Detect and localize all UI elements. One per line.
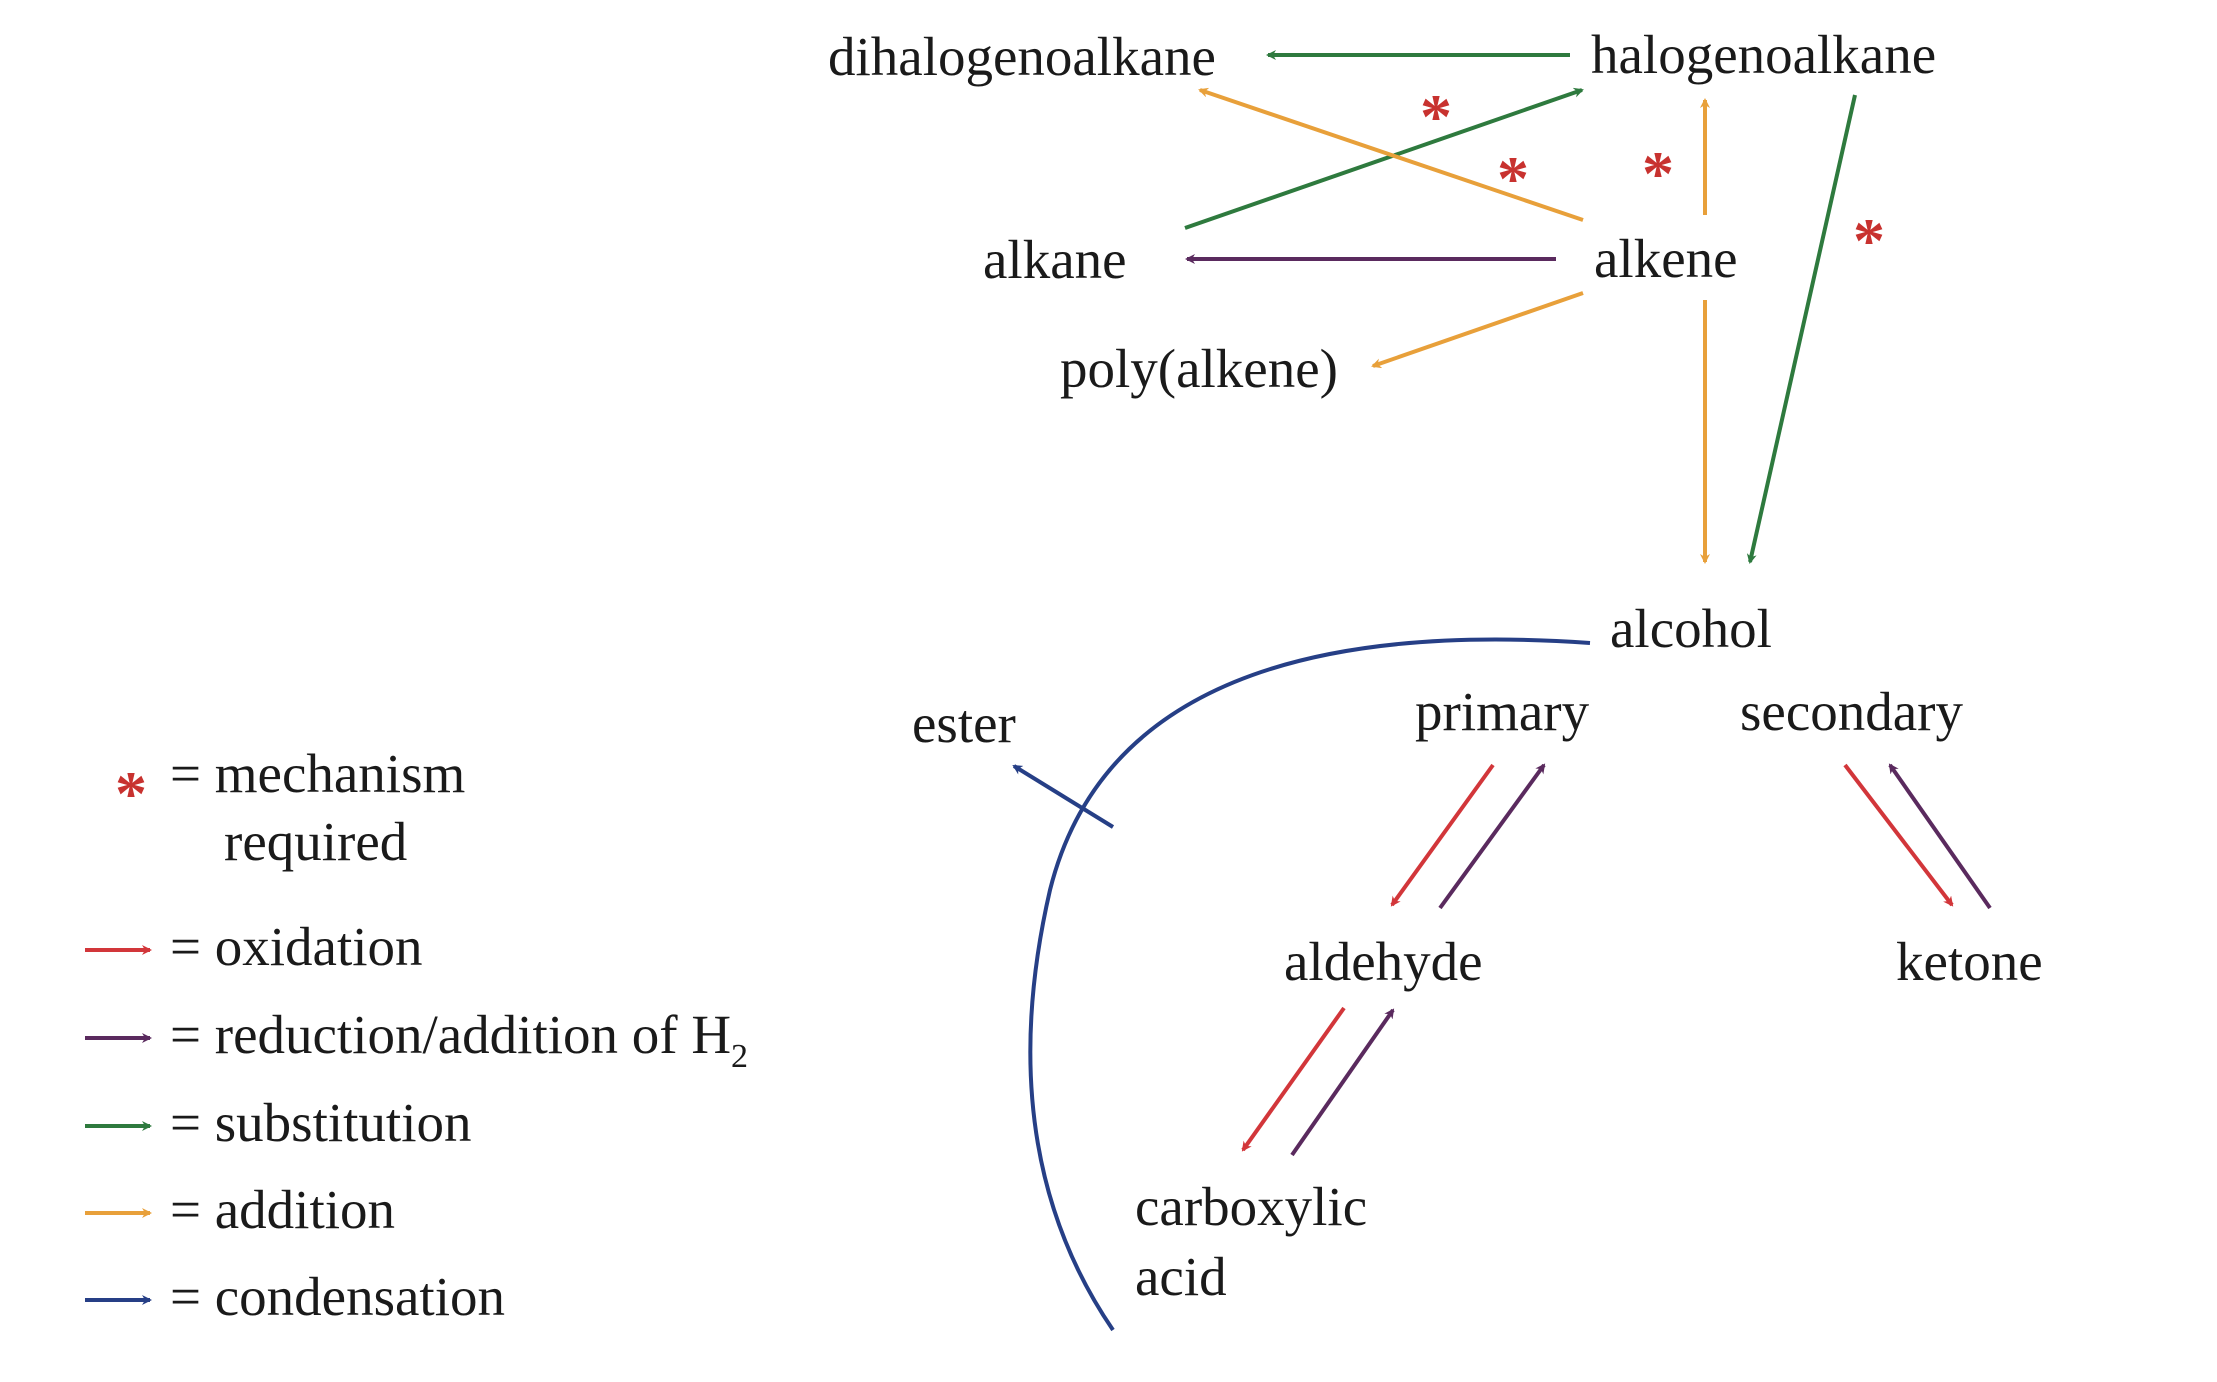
legend-oxidation-label: = oxidation [170, 916, 423, 977]
arrow-reduction-ketone-to-secondary [1888, 763, 1992, 910]
arrow-oxidation-aldehyde-to-carboxylic-acid [1241, 1006, 1346, 1152]
arrow-reduction-aldehyde-to-primary [1438, 763, 1546, 910]
node-carboxylic-acid-line1: carboxylic [1135, 1176, 1367, 1237]
legend-addition-label: = addition [170, 1179, 395, 1240]
star-mechanism-alkane-to-halogenoalkane: * [1420, 81, 1452, 152]
legend-substitution-label: = substitution [170, 1092, 471, 1153]
node-ester: ester [912, 693, 1016, 754]
node-alkane: alkane [983, 229, 1127, 290]
star-mechanism-alkene-to-dihalogenoalkane: * [1497, 143, 1529, 214]
node-polyalkene: poly(alkene) [1060, 338, 1338, 399]
node-dihalogenoalkane: dihalogenoalkane [828, 26, 1216, 87]
legend-condensation-label: = condensation [170, 1266, 505, 1327]
arrow-condensation-to-ester [1012, 764, 1115, 829]
legend-mechanism-label-line1: = mechanism [170, 743, 465, 804]
legend: * = mechanism required = oxidation = red… [85, 743, 748, 1327]
node-ketone: ketone [1896, 931, 2043, 992]
node-alkene: alkene [1594, 228, 1738, 289]
legend-reduction-text: = reduction/addition of H [170, 1004, 731, 1065]
node-alcohol: alcohol [1610, 598, 1772, 659]
legend-mechanism-label-line2: required [224, 811, 407, 872]
node-primary: primary [1415, 681, 1590, 742]
arrow-oxidation-primary-to-aldehyde [1390, 763, 1495, 907]
condensation-arc [1028, 637, 1591, 1332]
arrow-oxidation-secondary-to-ketone [1843, 763, 1954, 907]
node-carboxylic-acid-line2: acid [1135, 1246, 1227, 1307]
star-mechanism-alkene-to-halogenoalkane: * [1642, 138, 1674, 209]
arrow-reduction-carboxylic-acid-to-aldehyde [1290, 1008, 1395, 1157]
star-mechanism-halogenoalkane-to-alcohol: * [1853, 205, 1885, 276]
legend-reduction-subscript: 2 [731, 1038, 748, 1075]
legend-reduction-label: = reduction/addition of H2 [170, 1004, 748, 1075]
node-aldehyde: aldehyde [1284, 931, 1483, 992]
legend-star-icon: * [115, 758, 147, 829]
node-halogenoalkane: halogenoalkane [1591, 24, 1936, 85]
node-secondary: secondary [1740, 681, 1963, 742]
arrow-addition-alkene-to-polyalkene [1371, 291, 1584, 369]
arrow-substitution-halogenoalkane-to-alcohol [1746, 94, 1857, 564]
arrow-addition-alkene-to-dihalogenoalkane [1198, 87, 1584, 222]
arrow-substitution-alkane-to-halogenoalkane [1184, 87, 1584, 230]
